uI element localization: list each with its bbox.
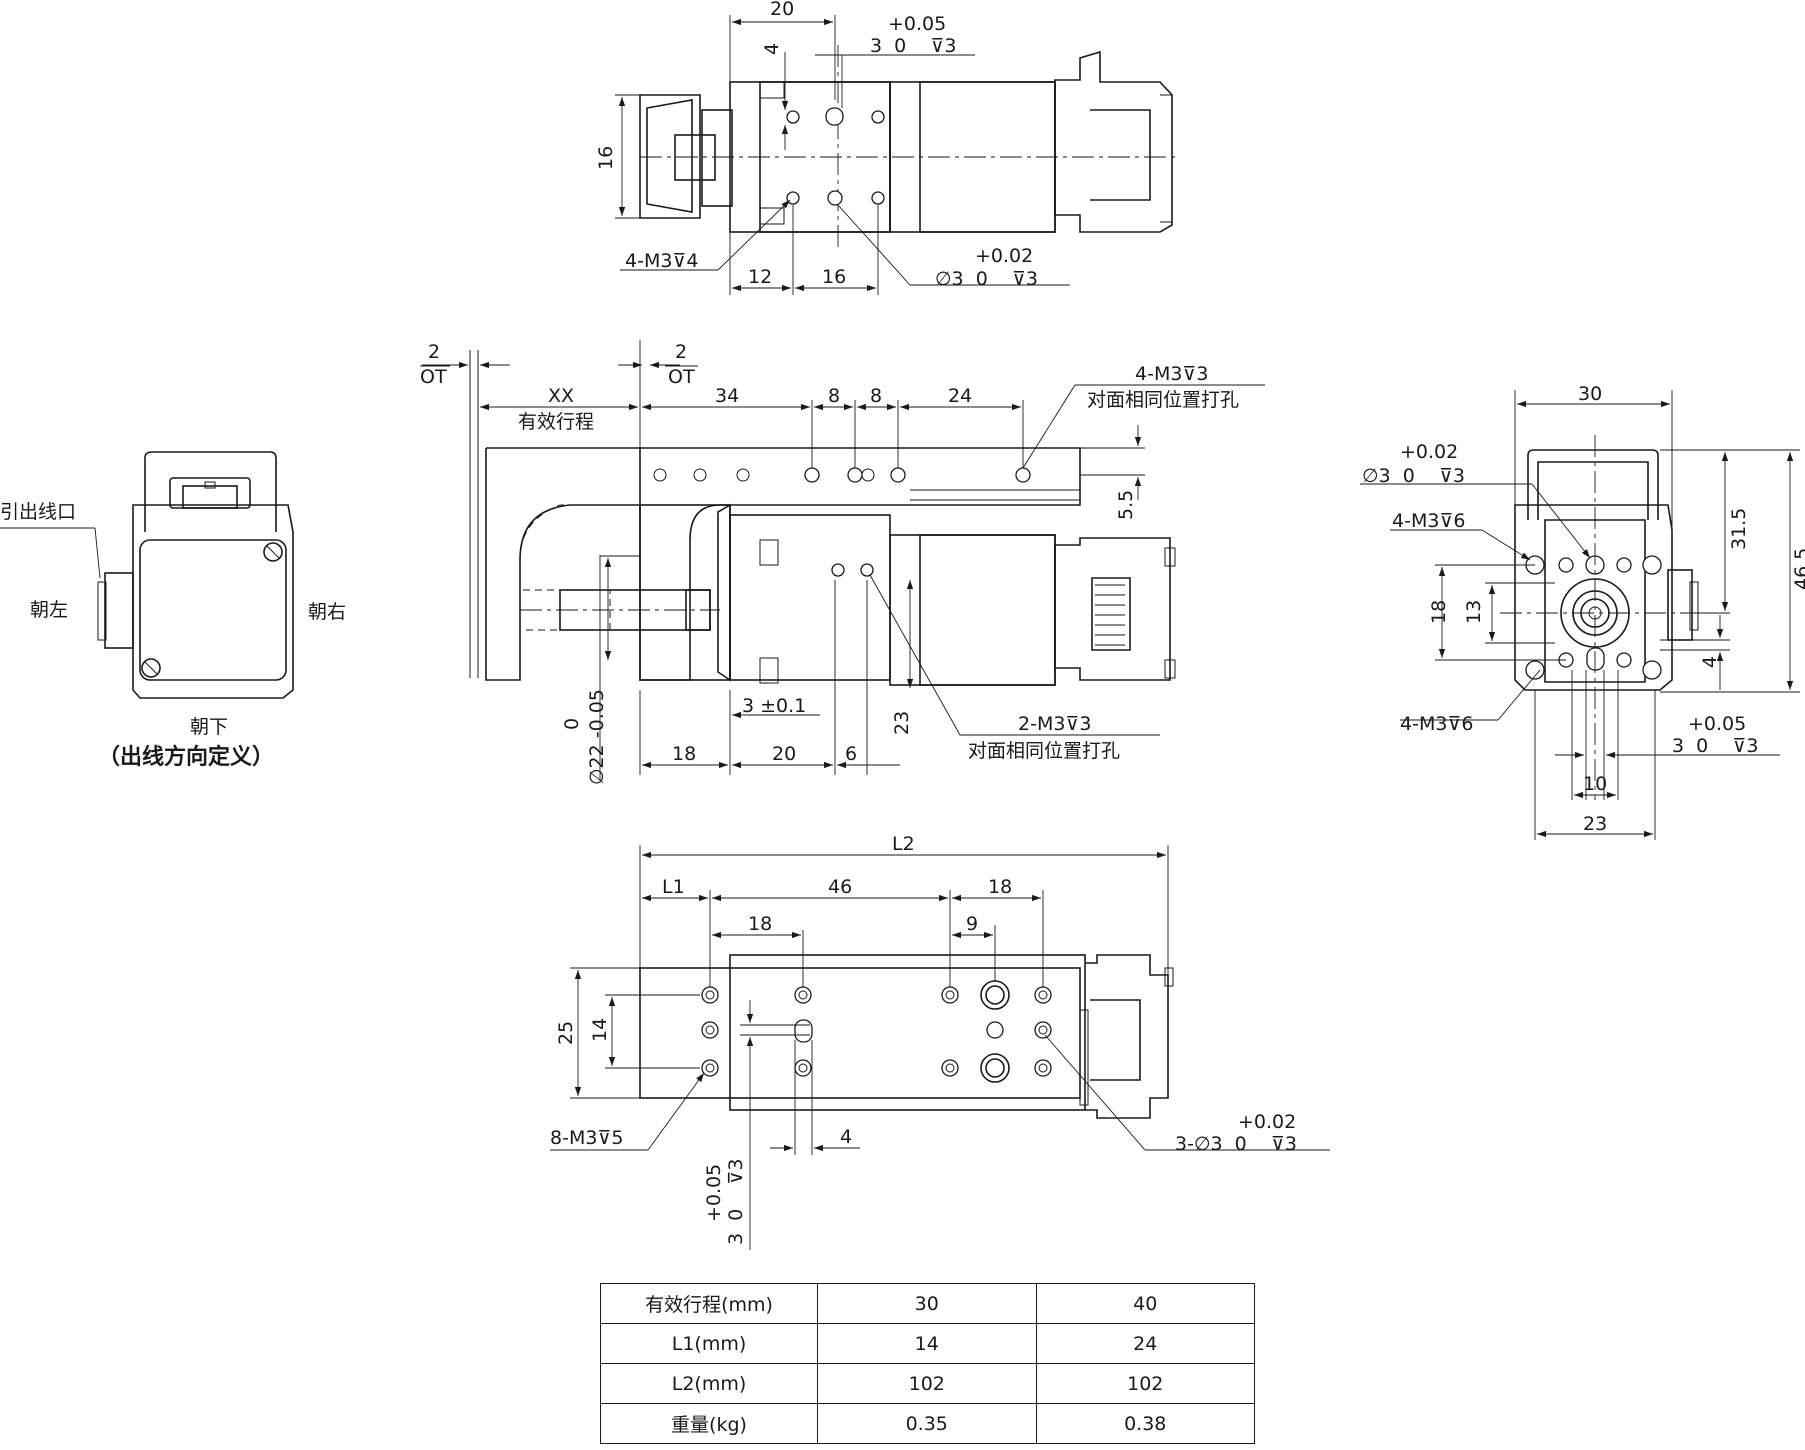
table-row: L1(mm) 14 24 [600,1323,1255,1364]
dim-24: 24 [948,385,972,407]
table-row: L2(mm) 102 102 [600,1363,1255,1404]
table-cell-label: 有效行程(mm) [600,1283,818,1324]
dim-3-tolerance: 3 ±0.1 [742,695,806,717]
dim-4-end: 4 [1699,656,1721,668]
label-cable-exit: 引出线口 [0,501,76,523]
table-cell-stroke-40: 0.38 [1035,1403,1255,1444]
top-view: 20 4 +0.05 3 0 ⊽3 16 4-M3⊽4 12 16 +0.02 … [595,0,1180,295]
dim-8a: 8 [828,385,840,407]
dim-31-5: 31.5 [1728,508,1750,550]
table-cell-label: L2(mm) [600,1363,818,1404]
table-cell-stroke-40: 40 [1035,1283,1255,1324]
dim-12: 12 [748,266,772,288]
label-left: 朝左 [30,599,68,621]
dim-16-vertical: 16 [595,146,617,170]
ot-left-number: 2 [428,341,440,363]
caption-direction: （出线方向定义） [98,744,274,770]
dim-18-bottom: 18 [748,913,772,935]
table-row: 重量(kg) 0.35 0.38 [600,1403,1255,1444]
thread-callout-end-top: 4-M3⊽6 [1392,510,1465,532]
dim-16: 16 [822,266,846,288]
spec-table: 有效行程(mm) 30 40 L1(mm) 14 24 L2(mm) 102 1… [600,1283,1255,1444]
dim-8b: 8 [870,385,882,407]
table-row: 有效行程(mm) 30 40 [600,1283,1255,1324]
tolerance-end: +0.02 [1400,441,1458,463]
end-view: 30 +0.02 ∅3 0 ⊽3 4-M3⊽6 31.5 46.5 18 13 … [1360,383,1805,840]
side-view: 2 OT 2 OT XX 有效行程 34 8 8 24 4-M3⊽3 对面相同位… [420,340,1265,785]
thread-callout-bottom: 8-M3⊽5 [550,1127,623,1149]
callout-b-line1: 2-M3⊽3 [1018,713,1091,735]
stroke-xx: XX [548,385,574,407]
dim-14: 14 [589,1018,611,1042]
table-cell-stroke-30: 14 [817,1323,1037,1364]
dim-18-side: 18 [672,743,696,765]
callout-b-line2: 对面相同位置打孔 [968,740,1120,762]
table-cell-stroke-30: 0.35 [817,1403,1037,1444]
bottom-view: L2 L1 46 18 18 9 25 14 8-M3⊽5 +0.02 3-∅3… [550,833,1330,1250]
hole-spec-top: 3 0 ⊽3 [870,35,956,57]
callout-a-line1: 4-M3⊽3 [1135,363,1208,385]
ot-right-number: 2 [675,341,687,363]
ot-left-label: OT [420,366,447,388]
table-cell-stroke-40: 24 [1035,1323,1255,1364]
dim-25: 25 [555,1021,577,1045]
dim-20-top: 20 [770,0,794,20]
dim-L1: L1 [662,876,685,898]
dim-9: 9 [966,913,978,935]
callout-a-line2: 对面相同位置打孔 [1087,389,1239,411]
ot-right-label: OT [668,366,695,388]
thread-callout-top: 4-M3⊽4 [625,250,698,272]
tolerance-bottom: +0.02 [975,245,1033,267]
table-cell-stroke-40: 102 [1035,1363,1255,1404]
table-cell-label: L1(mm) [600,1323,818,1364]
dim-46-5: 46.5 [1791,548,1805,590]
table-cell-label: 重量(kg) [600,1403,818,1444]
slot-spec-end: 3 0 ⊽3 [1672,735,1758,757]
hole-callout-bottom: 3-∅3 0 ⊽3 [1175,1133,1297,1155]
hole-spec-end: ∅3 0 ⊽3 [1362,465,1465,487]
dim-18-top-bottom: 18 [988,876,1012,898]
table-cell-stroke-30: 30 [817,1283,1037,1324]
dim-20-side: 20 [772,743,796,765]
table-cell-stroke-30: 102 [817,1363,1037,1404]
label-right: 朝右 [308,601,346,623]
dim-10-end: 10 [1583,773,1607,795]
tolerance-top: +0.05 [888,13,946,35]
tolerance-end-bottom: +0.05 [1688,713,1746,735]
dim-34: 34 [715,385,739,407]
dim-30-end: 30 [1578,383,1602,405]
dim-13-end: 13 [1463,600,1485,624]
dim-46: 46 [828,876,852,898]
thread-callout-end-bottom: 4-M3⊽6 [1400,713,1473,735]
label-down: 朝下 [190,716,228,738]
tolerance-bottom-view: +0.02 [1238,1111,1296,1133]
slot-spec-bottom: 3 0 ⊽3 [725,1159,747,1245]
dim-4-top: 4 [761,43,783,55]
dim-6: 6 [845,743,857,765]
slot-tolerance-bottom: +0.05 [703,1164,725,1222]
cable-exit-view: 引出线口 朝左 朝右 朝下 （出线方向定义） [0,451,346,770]
shaft-tolerance-zero: 0 [561,718,583,730]
shaft-diameter: ∅22 -0.05 [586,689,608,785]
stroke-label: 有效行程 [518,411,594,433]
dim-4-bottom: 4 [840,1126,852,1148]
hole-spec-bottom: ∅3 0 ⊽3 [935,268,1038,290]
dim-23-end: 23 [1583,813,1607,835]
dim-5-5: 5.5 [1115,490,1137,520]
dim-18-end: 18 [1428,600,1450,624]
dim-23: 23 [891,711,913,735]
dim-L2: L2 [892,833,915,855]
